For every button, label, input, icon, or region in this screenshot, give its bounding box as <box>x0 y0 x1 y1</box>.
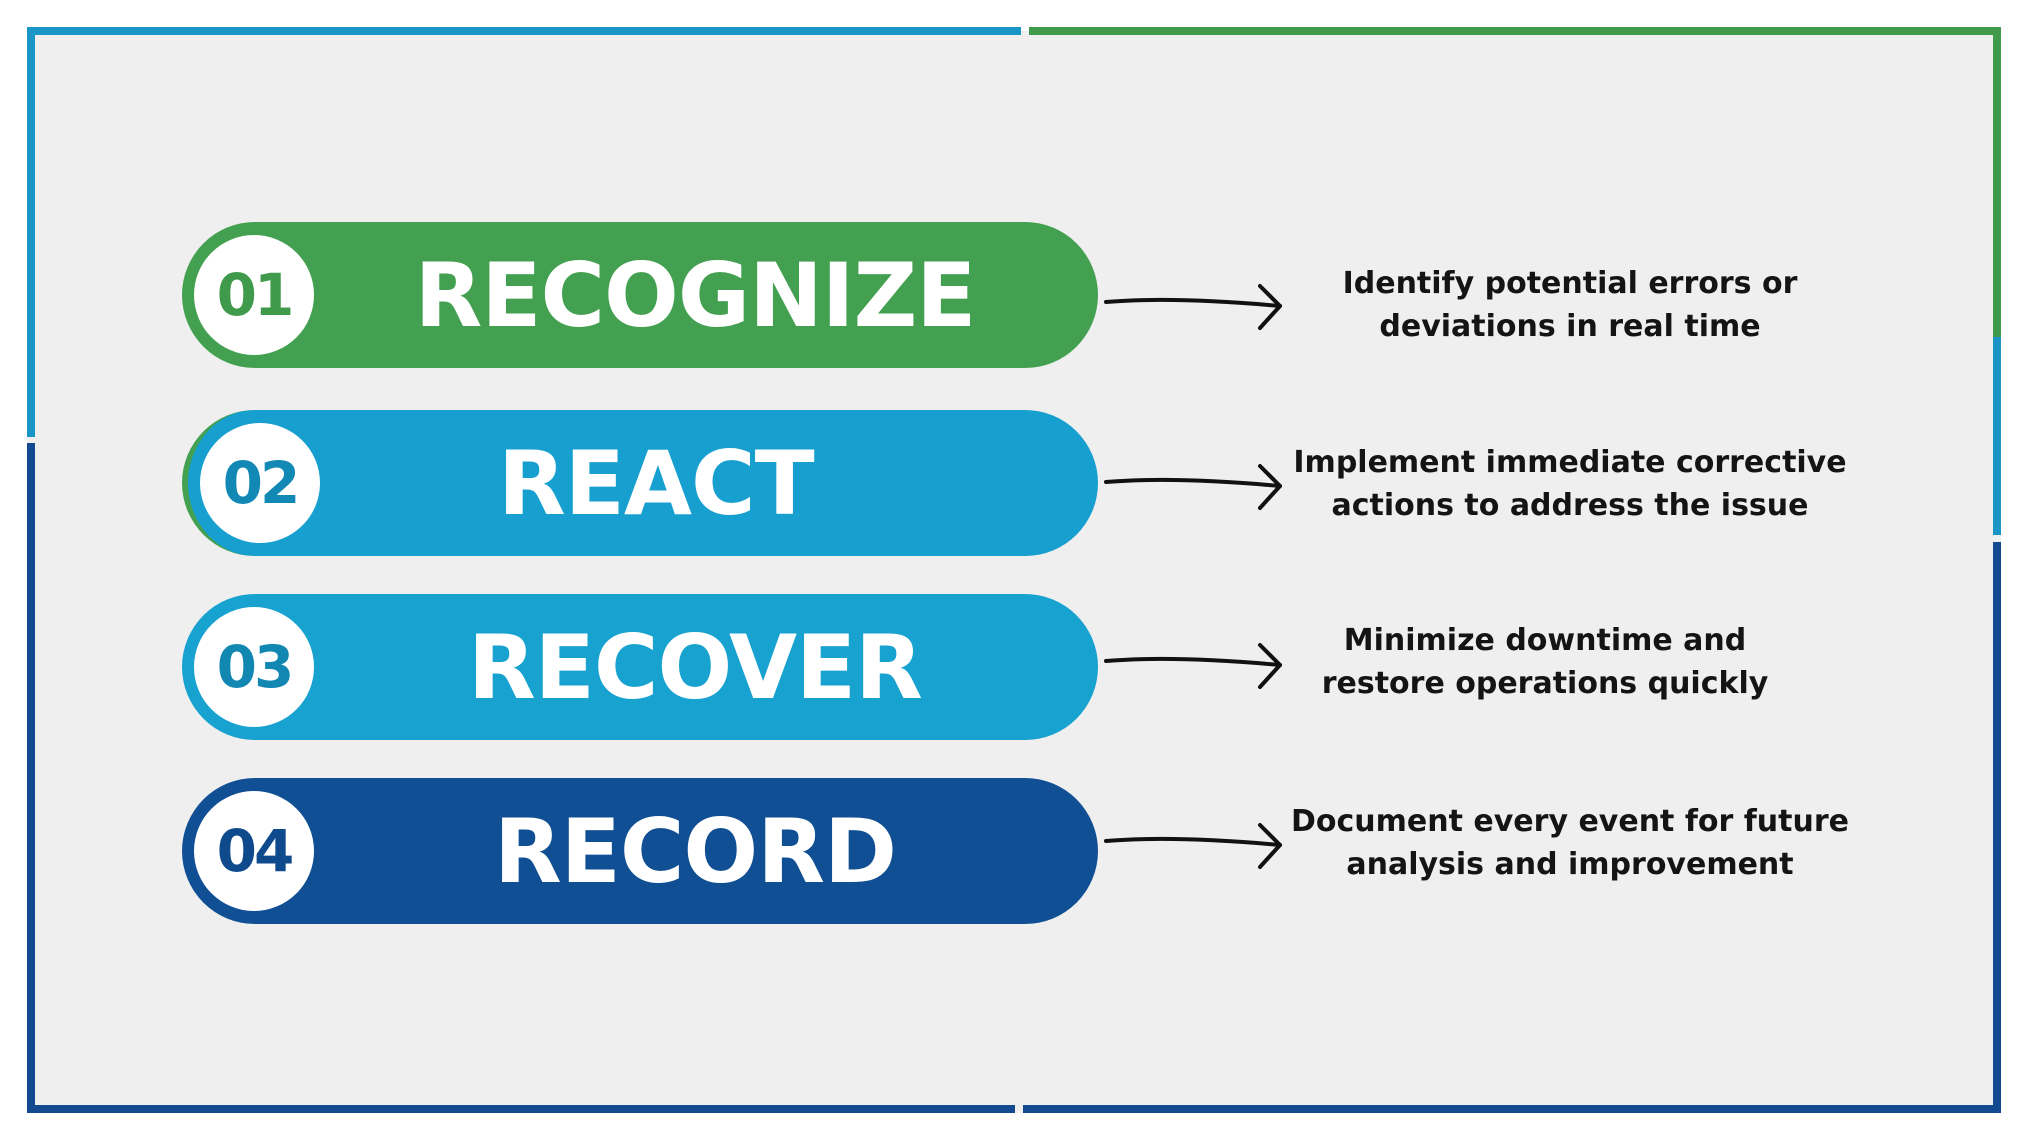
step-3-description: Minimize downtime and restore operations… <box>1305 619 1785 705</box>
step-4-title: RECORD <box>493 799 897 903</box>
step-1-title: RECOGNIZE <box>414 243 977 347</box>
step-1-number: 01 <box>194 235 314 355</box>
step-2-pill: 02 REACT <box>182 410 1098 556</box>
frame-right-bottom <box>1993 542 2001 1113</box>
step-2-description-line-2: actions to address the issue <box>1331 488 1809 523</box>
frame-top-left <box>27 27 1021 35</box>
diagram-panel <box>27 31 2001 1113</box>
step-4-description: Document every event for future analysis… <box>1290 800 1850 886</box>
step-1-pill: 01 RECOGNIZE <box>182 222 1098 368</box>
frame-right-top <box>1993 27 2001 337</box>
step-2-description: Implement immediate corrective actions t… <box>1290 441 1850 527</box>
step-3-description-line-1: Minimize downtime and <box>1343 623 1747 658</box>
step-3-title: RECOVER <box>468 615 923 719</box>
step-4-description-line-1: Document every event for future <box>1291 804 1849 839</box>
step-1-description-line-2: deviations in real time <box>1379 309 1761 344</box>
step-1-description-line-1: Identify potential errors or <box>1342 266 1798 301</box>
frame-left-top <box>27 27 35 437</box>
step-3-pill: 03 RECOVER <box>182 594 1098 740</box>
frame-bottom-right <box>1023 1105 2001 1113</box>
step-4-arrow-icon <box>1104 823 1282 869</box>
step-4-number: 04 <box>194 791 314 911</box>
step-1-arrow-icon <box>1104 284 1282 330</box>
step-3-description-line-2: restore operations quickly <box>1321 666 1769 701</box>
step-2-description-line-1: Implement immediate corrective <box>1293 445 1847 480</box>
step-4-pill: 04 RECORD <box>182 778 1098 924</box>
frame-left-bottom <box>27 443 35 1113</box>
step-3-number: 03 <box>194 607 314 727</box>
frame-top-right <box>1029 27 2001 35</box>
step-1-description: Identify potential errors or deviations … <box>1290 262 1850 348</box>
step-2-arrow-icon <box>1104 464 1282 510</box>
step-2-title: REACT <box>498 431 815 535</box>
frame-right-middle <box>1993 337 2001 535</box>
step-2-number: 02 <box>200 423 320 543</box>
step-4-description-line-2: analysis and improvement <box>1346 847 1794 882</box>
frame-bottom-left <box>27 1105 1015 1113</box>
step-3-arrow-icon <box>1104 643 1282 689</box>
